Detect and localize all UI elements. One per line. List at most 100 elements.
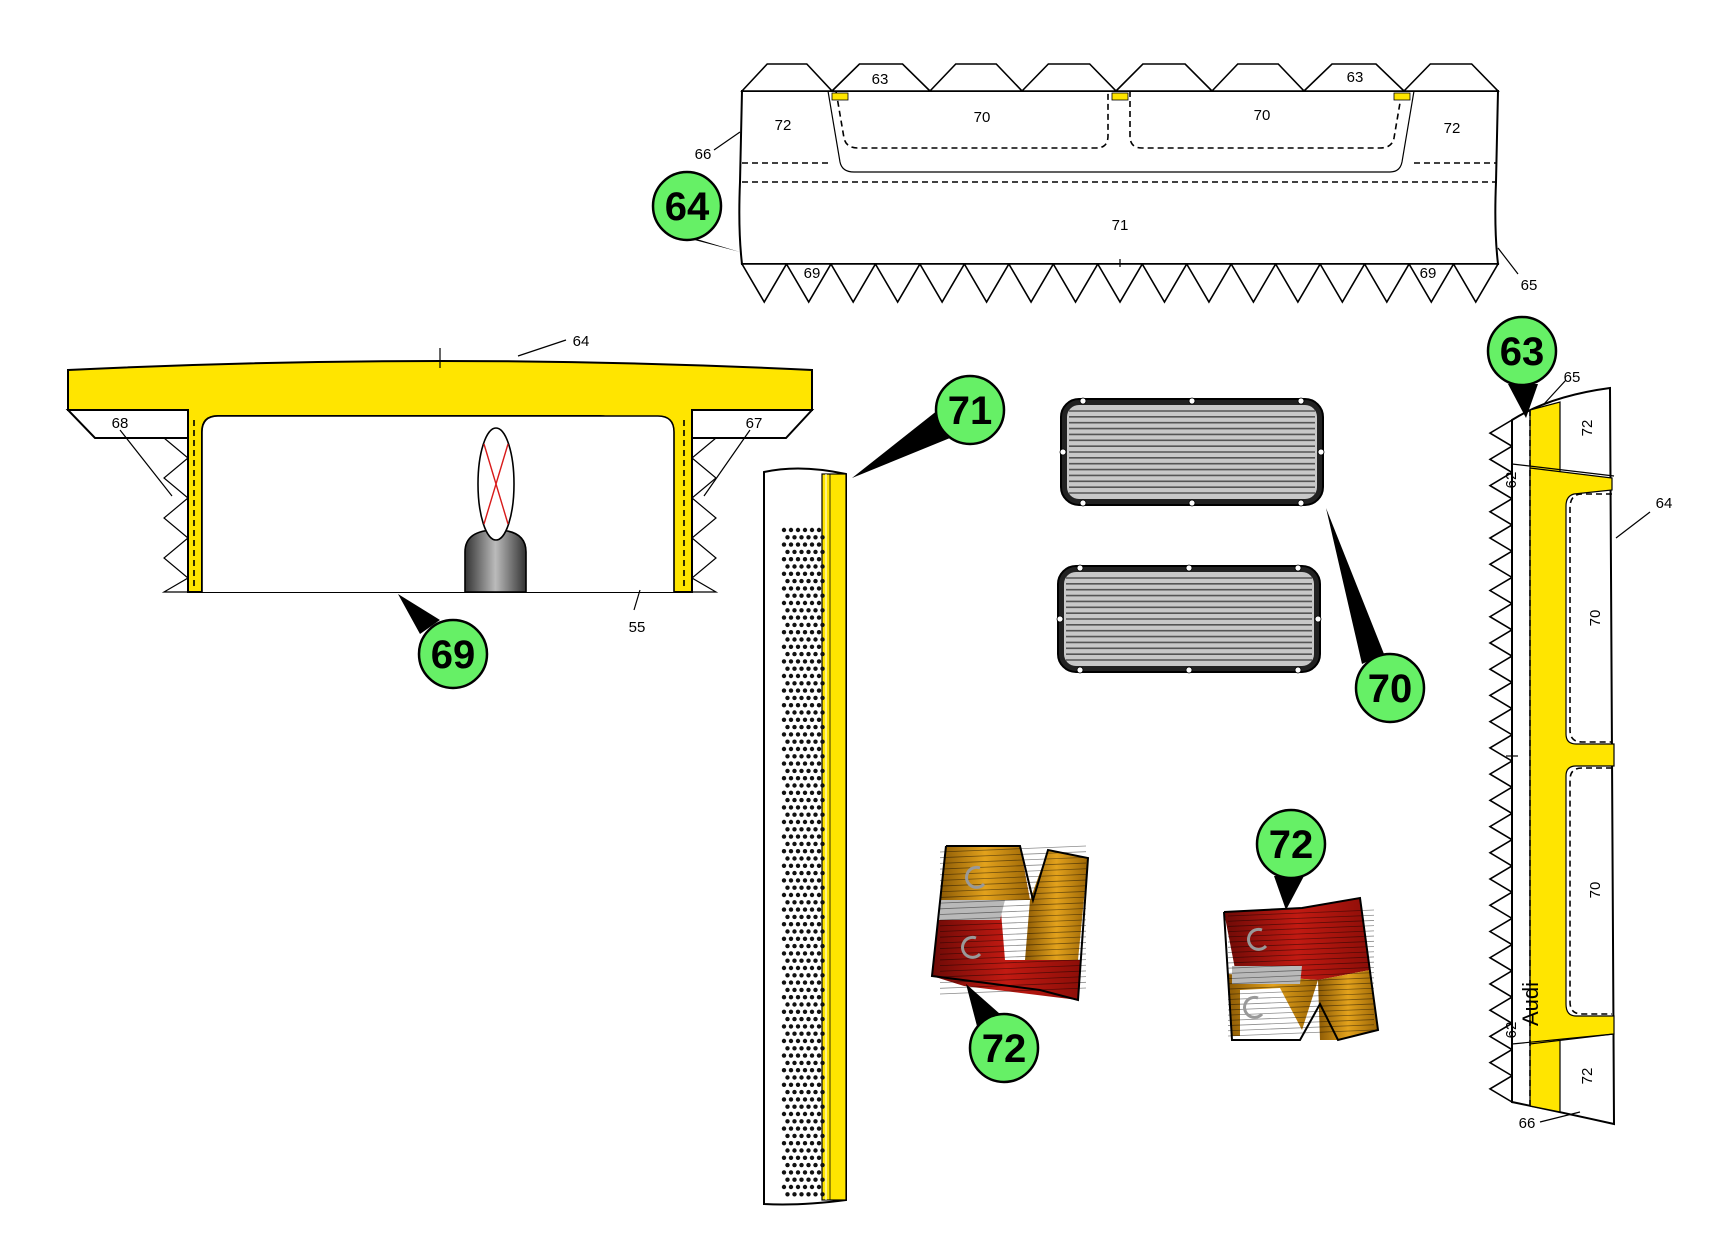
grille-dot: [820, 637, 825, 642]
grille-dot: [813, 783, 818, 788]
grille-dot: [813, 1031, 818, 1036]
top-tab: [830, 63, 932, 92]
grille-dot: [792, 681, 797, 686]
side-tooth: [1488, 497, 1513, 527]
grille-dot: [792, 958, 797, 963]
grille-dot: [792, 856, 797, 861]
grille-panel-lower: [1056, 564, 1322, 674]
grille-dot: [785, 958, 790, 963]
grille-dot: [816, 557, 822, 562]
tail-left-amber-a: [940, 846, 1030, 900]
grille-dot: [806, 1016, 811, 1022]
grille-dot: [816, 863, 822, 868]
side-tooth: [1488, 812, 1513, 842]
tail-stripe: [939, 976, 1087, 984]
grille-screw: [1297, 499, 1305, 507]
grille-dot: [813, 841, 818, 847]
grille-dot: [809, 849, 815, 854]
tail-left-silver: [938, 900, 1005, 920]
grille-dot: [802, 965, 808, 971]
grille-dot: [802, 659, 808, 664]
grille-dot: [799, 608, 804, 613]
side-tooth: [1488, 1048, 1513, 1078]
grille-dot: [788, 761, 794, 766]
grille-dot: [809, 1126, 815, 1131]
top-tooth: [1096, 263, 1144, 304]
grille-dot: [799, 914, 804, 920]
side-tooth: [1488, 444, 1513, 474]
grille-dot: [802, 1170, 808, 1175]
callout-70: 70: [1326, 508, 1426, 724]
top-tab: [1302, 63, 1406, 92]
grille-dot: [785, 929, 790, 934]
grille-dot: [806, 914, 811, 920]
callout-circle: [1255, 808, 1327, 880]
grille-dot: [806, 754, 811, 759]
grille-dot: [816, 659, 822, 664]
tail-stripe: [939, 942, 1087, 949]
grille-screw: [1188, 499, 1196, 507]
grille-dot: [806, 870, 811, 876]
tail-stripe: [939, 896, 1087, 904]
grille-dot: [802, 557, 808, 562]
tail-stripe: [939, 930, 1087, 938]
grille-dot: [802, 878, 808, 883]
callout-number: 69: [431, 633, 476, 677]
grille-dot: [813, 1177, 818, 1182]
grille-dot: [802, 673, 808, 679]
side-strip-part: 65 64 66 62 62 72 72 70 70 Audi: [1488, 369, 1672, 1132]
callout-64: 64: [651, 170, 740, 252]
grille-dot: [785, 827, 790, 832]
grille-dot: [813, 651, 818, 657]
grille-dot: [806, 1046, 811, 1051]
grille-dot: [816, 1053, 822, 1058]
grille-dot: [795, 790, 801, 795]
grille-dot: [820, 812, 825, 817]
grille-dot: [788, 688, 794, 693]
tail-stripe: [939, 845, 1087, 853]
grille-dot: [802, 600, 808, 606]
callout-69: 69: [398, 594, 489, 690]
grille-dot: [820, 1133, 825, 1139]
grille-dot: [820, 943, 825, 949]
label-65: 65: [1521, 277, 1538, 294]
grille-dot: [788, 907, 794, 912]
grille-dot: [792, 812, 797, 817]
grille-dot: [816, 1141, 822, 1146]
tail-left-ring-a: [965, 865, 986, 889]
top-tooth: [1007, 263, 1055, 304]
grille-dot: [809, 995, 815, 1000]
grille-dot: [792, 1060, 797, 1066]
grille-dot: [806, 637, 811, 642]
grille-dot: [785, 797, 790, 803]
top-tooth: [1407, 263, 1455, 304]
tail-stripe: [1227, 951, 1375, 959]
grille-dot: [795, 878, 801, 883]
grille-dot: [781, 907, 787, 912]
label-68: 68: [112, 415, 129, 432]
grille-dot: [799, 1177, 804, 1182]
grille-dot: [816, 1184, 822, 1190]
grille-dot: [788, 659, 794, 664]
grille-dot: [820, 841, 825, 847]
grille-dot: [788, 1097, 794, 1102]
grille-dot: [813, 637, 818, 642]
grille-dot: [795, 586, 801, 591]
grille-dot: [792, 885, 797, 890]
grille-dot: [816, 600, 822, 606]
grille-dot: [788, 673, 794, 679]
grille-dot: [792, 1031, 797, 1036]
grille-dot: [813, 1060, 818, 1066]
side-tooth: [1488, 969, 1513, 999]
grille-dot: [816, 615, 822, 620]
label-67: 67: [746, 415, 763, 432]
grille-dot: [806, 593, 811, 598]
grille-dot: [806, 608, 811, 613]
grille-dot: [785, 549, 790, 555]
top-teeth: [740, 263, 1500, 304]
top-tooth: [1274, 263, 1322, 304]
grille-dot: [792, 841, 797, 847]
grille-dot: [785, 1075, 790, 1080]
grille-dot: [809, 1038, 815, 1044]
grille-dot: [799, 651, 804, 657]
